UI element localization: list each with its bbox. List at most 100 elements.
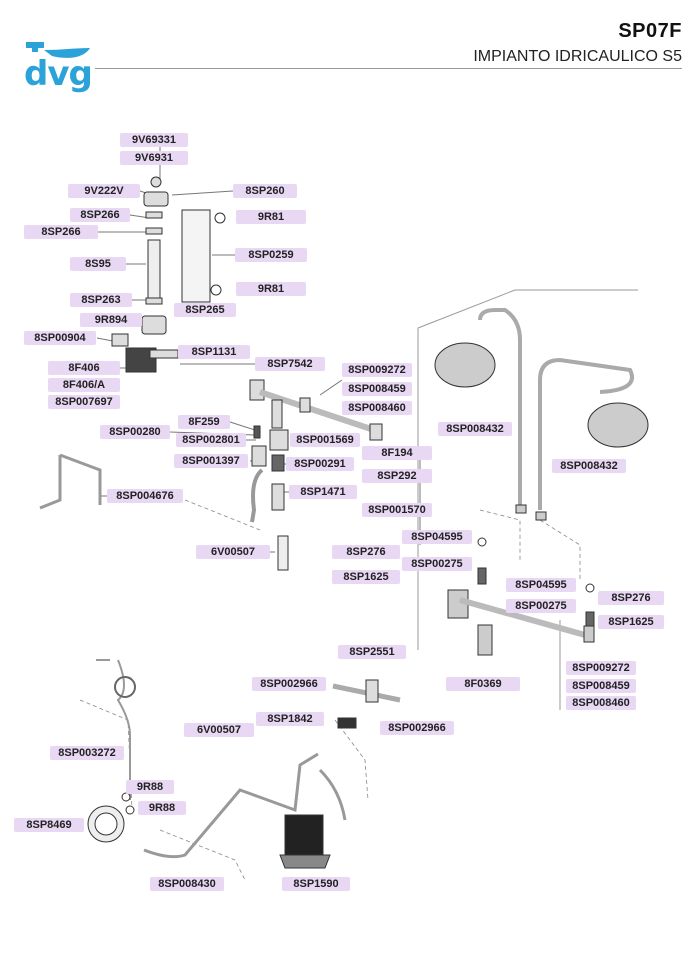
ring-part — [585, 583, 595, 593]
glass-tube — [147, 239, 161, 299]
part-label: 8SP001397 — [174, 454, 248, 468]
ring-part — [121, 792, 131, 802]
part-label: 9V222V — [68, 184, 140, 198]
fitting-part — [111, 333, 129, 347]
part-label: 8SP004676 — [107, 489, 183, 503]
pipe-part — [259, 389, 381, 435]
part-label: 9V6931 — [120, 151, 188, 165]
coil-part — [114, 676, 136, 698]
valve-body — [269, 429, 289, 451]
frame-line — [417, 289, 638, 329]
part-label: 8SP1131 — [178, 345, 250, 359]
part-label: 9R88 — [126, 780, 174, 794]
spring-part — [585, 611, 595, 627]
part-label: 8S95 — [70, 257, 126, 271]
fitting-part — [369, 423, 383, 441]
part-label: 8SP008432 — [438, 422, 512, 436]
page-subtitle: IMPIANTO IDRICAULICO S5 — [473, 48, 682, 65]
logo-text: dvg — [24, 54, 93, 94]
part-label: 8SP266 — [70, 208, 130, 222]
dashed-guide — [184, 499, 261, 531]
fitting-part — [141, 315, 167, 335]
pump-base — [279, 854, 331, 869]
washer-part — [145, 211, 163, 219]
part-label: 8SP1625 — [332, 570, 400, 584]
part-label: 8SP008460 — [566, 696, 636, 710]
part-label: 8SP008459 — [566, 679, 636, 693]
part-label: 9R81 — [236, 210, 306, 224]
gauge-dial — [94, 812, 118, 836]
pump-box — [284, 814, 324, 856]
part-label: 9R88 — [138, 801, 186, 815]
pipe-part — [478, 308, 522, 505]
part-label: 8SP00275 — [402, 557, 472, 571]
cap-part — [150, 176, 162, 188]
dashed-guide — [479, 509, 521, 560]
filter-part — [477, 624, 493, 656]
part-label: 8SP007697 — [48, 395, 120, 409]
part-label: 8SP1625 — [598, 615, 664, 629]
part-label: 8F406 — [48, 361, 120, 375]
part-label: 8SP292 — [362, 469, 432, 483]
part-label: 9R81 — [236, 282, 306, 296]
pump-part — [434, 342, 496, 388]
fitting-part — [583, 625, 595, 643]
part-label: 8F259 — [178, 415, 230, 429]
part-label: 8SP266 — [24, 225, 98, 239]
pipe-part — [143, 752, 319, 859]
fitting-part — [299, 397, 311, 413]
dashed-guide — [539, 519, 581, 580]
part-label: 8SP276 — [332, 545, 400, 559]
part-label: 8SP003272 — [50, 746, 124, 760]
part-label: 8SP04595 — [506, 578, 576, 592]
part-label: 8SP1842 — [256, 712, 324, 726]
part-label: 8SP265 — [174, 303, 236, 317]
part-label: 8SP009272 — [342, 363, 412, 377]
spring-part — [253, 425, 261, 439]
spring-part — [477, 567, 487, 585]
bracket-plate — [181, 209, 211, 303]
part-label: 8SP002966 — [252, 677, 326, 691]
part-label: 8SP7542 — [255, 357, 325, 371]
part-label: 8SP00280 — [100, 425, 170, 439]
part-label: 8SP04595 — [402, 530, 472, 544]
page-code: SP07F — [618, 20, 682, 42]
pump-part — [587, 402, 649, 448]
dashed-guide — [334, 719, 369, 801]
fitting-part — [535, 511, 547, 521]
fitting-part — [515, 504, 527, 514]
part-label: 8SP00291 — [286, 457, 354, 471]
pipe-part — [39, 453, 102, 510]
part-label: 8SP1590 — [282, 877, 350, 891]
part-label: 8F0369 — [446, 677, 520, 691]
part-label: 8F194 — [362, 446, 432, 460]
pipe-part — [250, 468, 264, 523]
part-label: 9R894 — [80, 313, 142, 327]
ring-part — [214, 212, 226, 224]
part-label: 8SP260 — [233, 184, 297, 198]
tube-part — [271, 399, 283, 429]
tee-fitting — [365, 679, 379, 703]
part-label: 8SP008432 — [552, 459, 626, 473]
ring-part — [210, 284, 222, 296]
washer-part — [145, 297, 163, 305]
pipe-part — [538, 357, 634, 510]
part-label: 8SP00904 — [24, 331, 96, 345]
leader-line — [229, 421, 256, 431]
fitting-part — [149, 349, 179, 359]
part-label: 8SP2551 — [338, 645, 406, 659]
ring-part — [125, 805, 135, 815]
fitting-part — [143, 191, 169, 207]
part-label: 6V00507 — [196, 545, 270, 559]
clip-part — [337, 717, 357, 729]
part-label: 8SP008430 — [150, 877, 224, 891]
dvg-logo — [22, 38, 94, 102]
part-label: 8F406/A — [48, 378, 120, 392]
spring-part — [271, 454, 285, 472]
washer-part — [145, 227, 163, 235]
part-label: 8SP1471 — [289, 485, 357, 499]
valve-part — [271, 483, 285, 511]
part-label: 9V69331 — [120, 133, 188, 147]
part-label: 8SP001570 — [362, 503, 432, 517]
